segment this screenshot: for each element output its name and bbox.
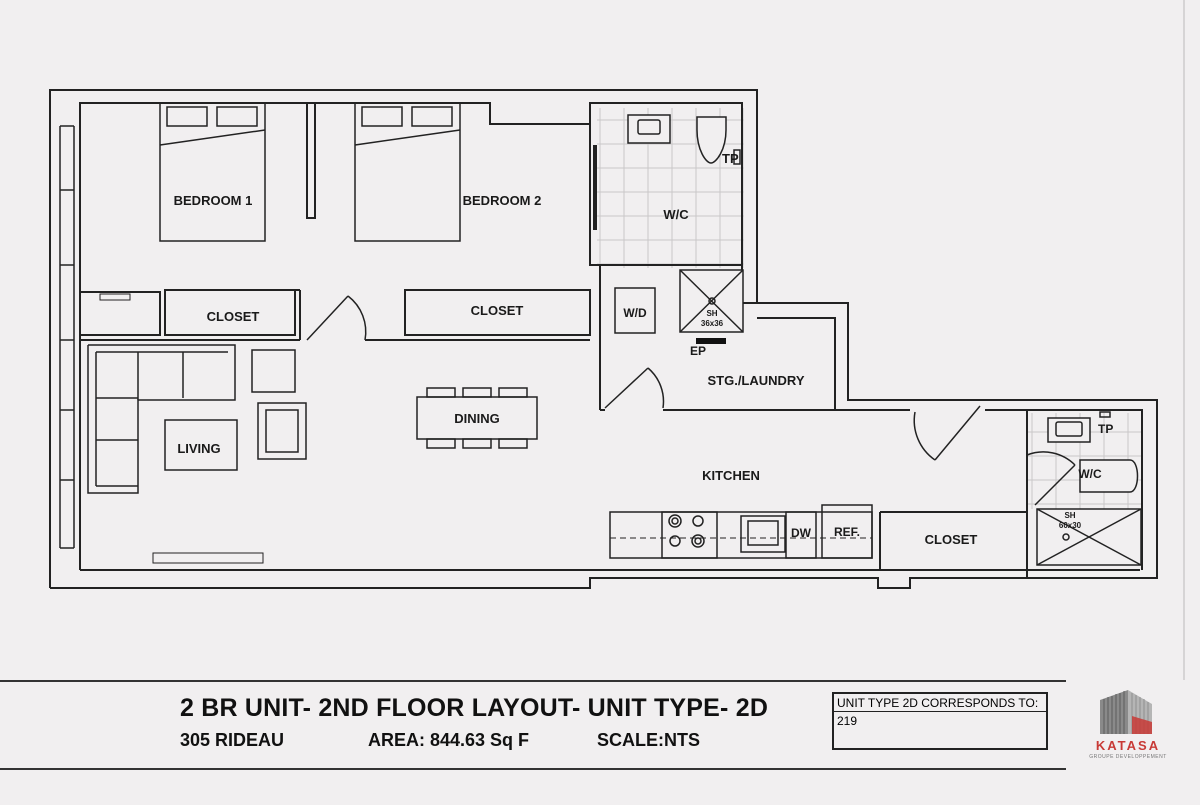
correspondence-label: UNIT TYPE 2D CORRESPONDS TO: — [834, 694, 1046, 712]
building-logo-icon — [1100, 690, 1152, 734]
window-sill — [152, 552, 264, 564]
doors — [306, 295, 1076, 506]
dining-label: DINING — [454, 411, 500, 426]
electrical-panel — [696, 338, 726, 344]
floor-plan: BEDROOM 1 BEDROOM 2 CLOSET CLOSET W/C TP… — [49, 89, 1158, 589]
ref-label: REF. — [834, 525, 860, 539]
closet-1-label: CLOSET — [207, 309, 260, 324]
washer-dryer — [614, 287, 656, 334]
bathroom-small-fixtures — [1036, 411, 1142, 566]
logo-tagline: GROUPE DEVELOPPEMENT — [1089, 754, 1167, 760]
armchair — [257, 402, 307, 460]
desk — [99, 293, 131, 301]
tp-small-label: TP — [1098, 422, 1113, 436]
dining-table — [416, 387, 538, 449]
correspondence-value: 219 — [837, 714, 858, 728]
sh-main-label: SH — [706, 309, 717, 318]
wd-label: W/D — [623, 306, 647, 320]
closet-3-label: CLOSET — [925, 532, 978, 547]
living-label: LIVING — [177, 441, 220, 456]
katasa-logo: KATASA GROUPE DEVELOPPEMENT — [1082, 686, 1174, 764]
wc-small-label: W/C — [1078, 467, 1102, 481]
left-window-wall — [59, 125, 75, 549]
sh-small-label: SH — [1064, 511, 1075, 520]
bedroom-2-label: BEDROOM 2 — [463, 193, 542, 208]
ep-label: EP — [690, 344, 706, 358]
dw-label: DW — [791, 526, 812, 540]
closet-2-label: CLOSET — [471, 303, 524, 318]
sh-small-size: 60x30 — [1059, 521, 1082, 530]
address-text: 305 RIDEAU — [180, 730, 285, 750]
stg-laundry-label: STG./LAUNDRY — [707, 373, 804, 388]
kitchen-counter — [609, 504, 873, 559]
sectional-sofa — [87, 344, 236, 494]
sh-main-size: 36x36 — [701, 319, 724, 328]
wc-main-label: W/C — [663, 207, 689, 222]
interior-walls — [80, 102, 1028, 578]
bed-2 — [354, 102, 461, 242]
logo-name: KATASA — [1095, 738, 1161, 753]
bedroom-1-label: BEDROOM 1 — [174, 193, 253, 208]
unit-correspondence-box: UNIT TYPE 2D CORRESPONDS TO: 219 — [832, 692, 1048, 750]
exterior-walls — [49, 89, 1158, 589]
scale-text: SCALE:NTS — [597, 730, 700, 750]
title-block: 2 BR UNIT- 2ND FLOOR LAYOUT- UNIT TYPE- … — [0, 680, 1066, 770]
kitchen-label: KITCHEN — [702, 468, 760, 483]
tp-main-label: TP — [722, 151, 739, 166]
area-text: AREA: 844.63 Sq F — [368, 730, 530, 750]
end-table — [251, 349, 296, 393]
coffee-table — [164, 419, 238, 471]
bed-1 — [159, 102, 266, 242]
bathroom-main-fixtures — [627, 114, 744, 333]
plan-title: 2 BR UNIT- 2ND FLOOR LAYOUT- UNIT TYPE- … — [180, 694, 769, 722]
sheet-edge — [1183, 0, 1185, 680]
